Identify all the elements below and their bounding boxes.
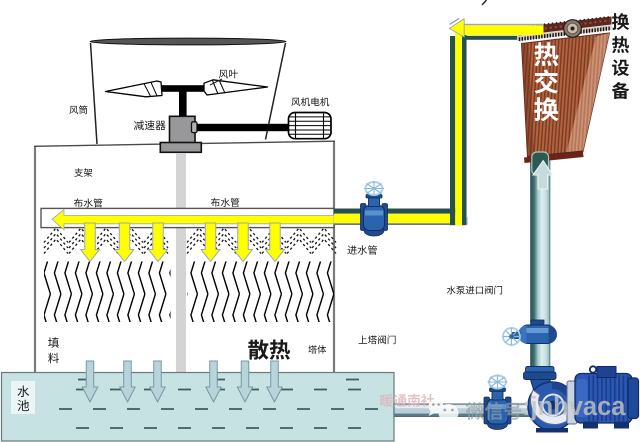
svg-text::jnhvaca: :jnhvaca — [522, 393, 626, 421]
